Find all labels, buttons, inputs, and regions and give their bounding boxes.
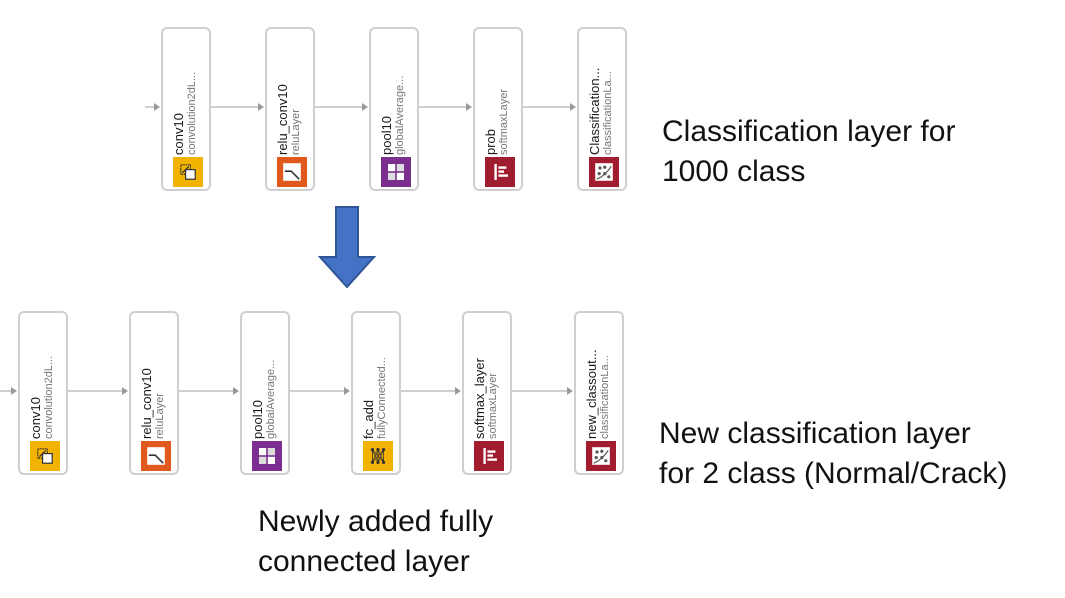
original-classification-annotation: Classification layer for 1000 class [662,112,955,192]
fully-connected-icon [363,441,393,471]
layer-card[interactable]: Classification...classificationLa... [577,27,627,191]
connector-arrowhead [154,103,160,111]
convolution-icon [30,441,60,471]
layer-card[interactable]: new_classout...classificationLa... [574,311,624,475]
layer-type: globalAverage... [394,75,406,155]
layer-name: conv10 [171,113,186,155]
layer-type: classificationLa... [602,71,614,155]
top-row-connectors [145,103,576,111]
annotation-line: for 2 class (Normal/Crack) [659,457,1008,490]
layer-name: relu_conv10 [275,84,290,155]
connector-arrowhead [362,103,368,111]
layer-type: classificationLa... [599,355,611,439]
connector-arrowhead [233,387,239,395]
connector-arrowhead [344,387,350,395]
layer-name: pool10 [379,115,394,155]
connector-arrowhead [570,103,576,111]
annotation-line: 1000 class [662,155,806,188]
layer-name: new_classout... [584,349,599,439]
annotation-line: connected layer [258,545,470,578]
relu-icon [277,157,307,187]
connector-arrowhead [567,387,573,395]
layer-name: conv10 [28,397,43,439]
annotation-line: Newly added fully [258,505,494,538]
layer-type: softmaxLayer [498,88,510,155]
pooling-icon [252,441,282,471]
layer-name: Classification... [587,67,602,155]
arrow-down-icon [318,206,377,289]
layer-name: softmax_layer [472,358,487,439]
annotation-line: Classification layer for [662,115,956,148]
connector-arrowhead [122,387,128,395]
fully-connected-annotation: Newly added fully connected layer [258,502,493,582]
connector-arrowhead [466,103,472,111]
pooling-icon [381,157,411,187]
convolution-icon [173,157,203,187]
layer-type: softmaxLayer [487,372,499,439]
layer-type: globalAverage... [265,359,277,439]
layer-type: convolution2dL... [43,355,55,439]
layer-type: convolution2dL... [186,71,198,155]
softmax-icon [485,157,515,187]
layer-name: fc_add [361,399,376,439]
annotation-line: New classification layer [659,417,971,450]
layer-type: fullyConnected... [376,357,388,439]
layer-name: prob [483,128,498,155]
bottom-row-connectors [0,387,573,395]
softmax-icon [474,441,504,471]
layer-name: pool10 [250,399,265,439]
layer-type: reluLayer [154,393,166,439]
connector-arrowhead [258,103,264,111]
connector-arrowhead [11,387,17,395]
connector-arrowhead [455,387,461,395]
layer-name: relu_conv10 [139,368,154,439]
classification-icon [586,441,616,471]
new-classification-annotation: New classification layer for 2 class (No… [659,414,1007,494]
classification-icon [589,157,619,187]
relu-icon [141,441,171,471]
layer-type: reluLayer [290,109,302,155]
